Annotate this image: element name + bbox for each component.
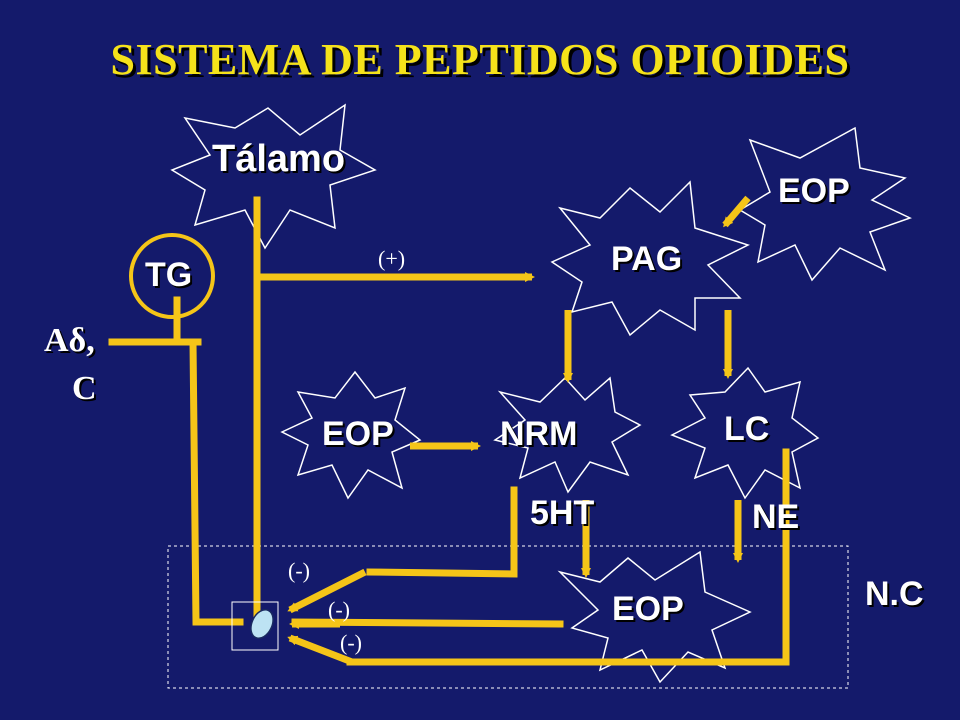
node-tg: TG: [145, 256, 193, 294]
starburst-eop-top: [738, 126, 912, 282]
afferent-descending-line: [189, 338, 244, 626]
starburst-lc: [670, 366, 820, 500]
fiber-label-line1: Aδ,: [44, 322, 95, 359]
label-norepinephrine: NE: [752, 498, 800, 536]
eop-top-to-pag-arrow: [722, 195, 751, 228]
sign-inhibit-middle: (-): [328, 597, 350, 622]
sign-inhibit-lower: (-): [340, 630, 362, 655]
starburst-talamo: [170, 103, 377, 250]
serotonin-fiber-line: [366, 486, 518, 578]
node-pag: PAG: [611, 240, 683, 278]
starburst-pag: [550, 180, 750, 337]
spinal-cord-region: [167, 545, 849, 689]
inhibit-arrow-upper: [287, 568, 367, 614]
node-nrm: NRM: [500, 415, 578, 453]
tg-ring: [129, 233, 215, 319]
starburst-eop-left: [280, 370, 422, 500]
node-talamo: Tálamo: [212, 138, 346, 180]
sign-inhibit-upper: (-): [288, 558, 310, 583]
inhibit-arrow-lower: [287, 634, 354, 666]
label-serotonin: 5HT: [530, 494, 595, 532]
norepinephrine-fiber-line: [346, 448, 790, 666]
fiber-label-line2: C: [72, 370, 97, 407]
node-eop-top: EOP: [778, 172, 850, 210]
sign-excite: (+): [378, 246, 406, 271]
page-title: SISTEMA DE PEPTIDOS OPIOIDES: [110, 35, 850, 84]
region-label: N.C: [865, 575, 924, 613]
node-lc: LC: [724, 410, 770, 448]
synapse-box: [231, 601, 279, 651]
starburst-nrm: [493, 376, 642, 494]
receptor-icon: [250, 609, 274, 639]
starburst-eop-bottom: [557, 550, 752, 684]
node-eop-bottom: EOP: [612, 590, 684, 628]
node-eop-left: EOP: [322, 415, 394, 453]
